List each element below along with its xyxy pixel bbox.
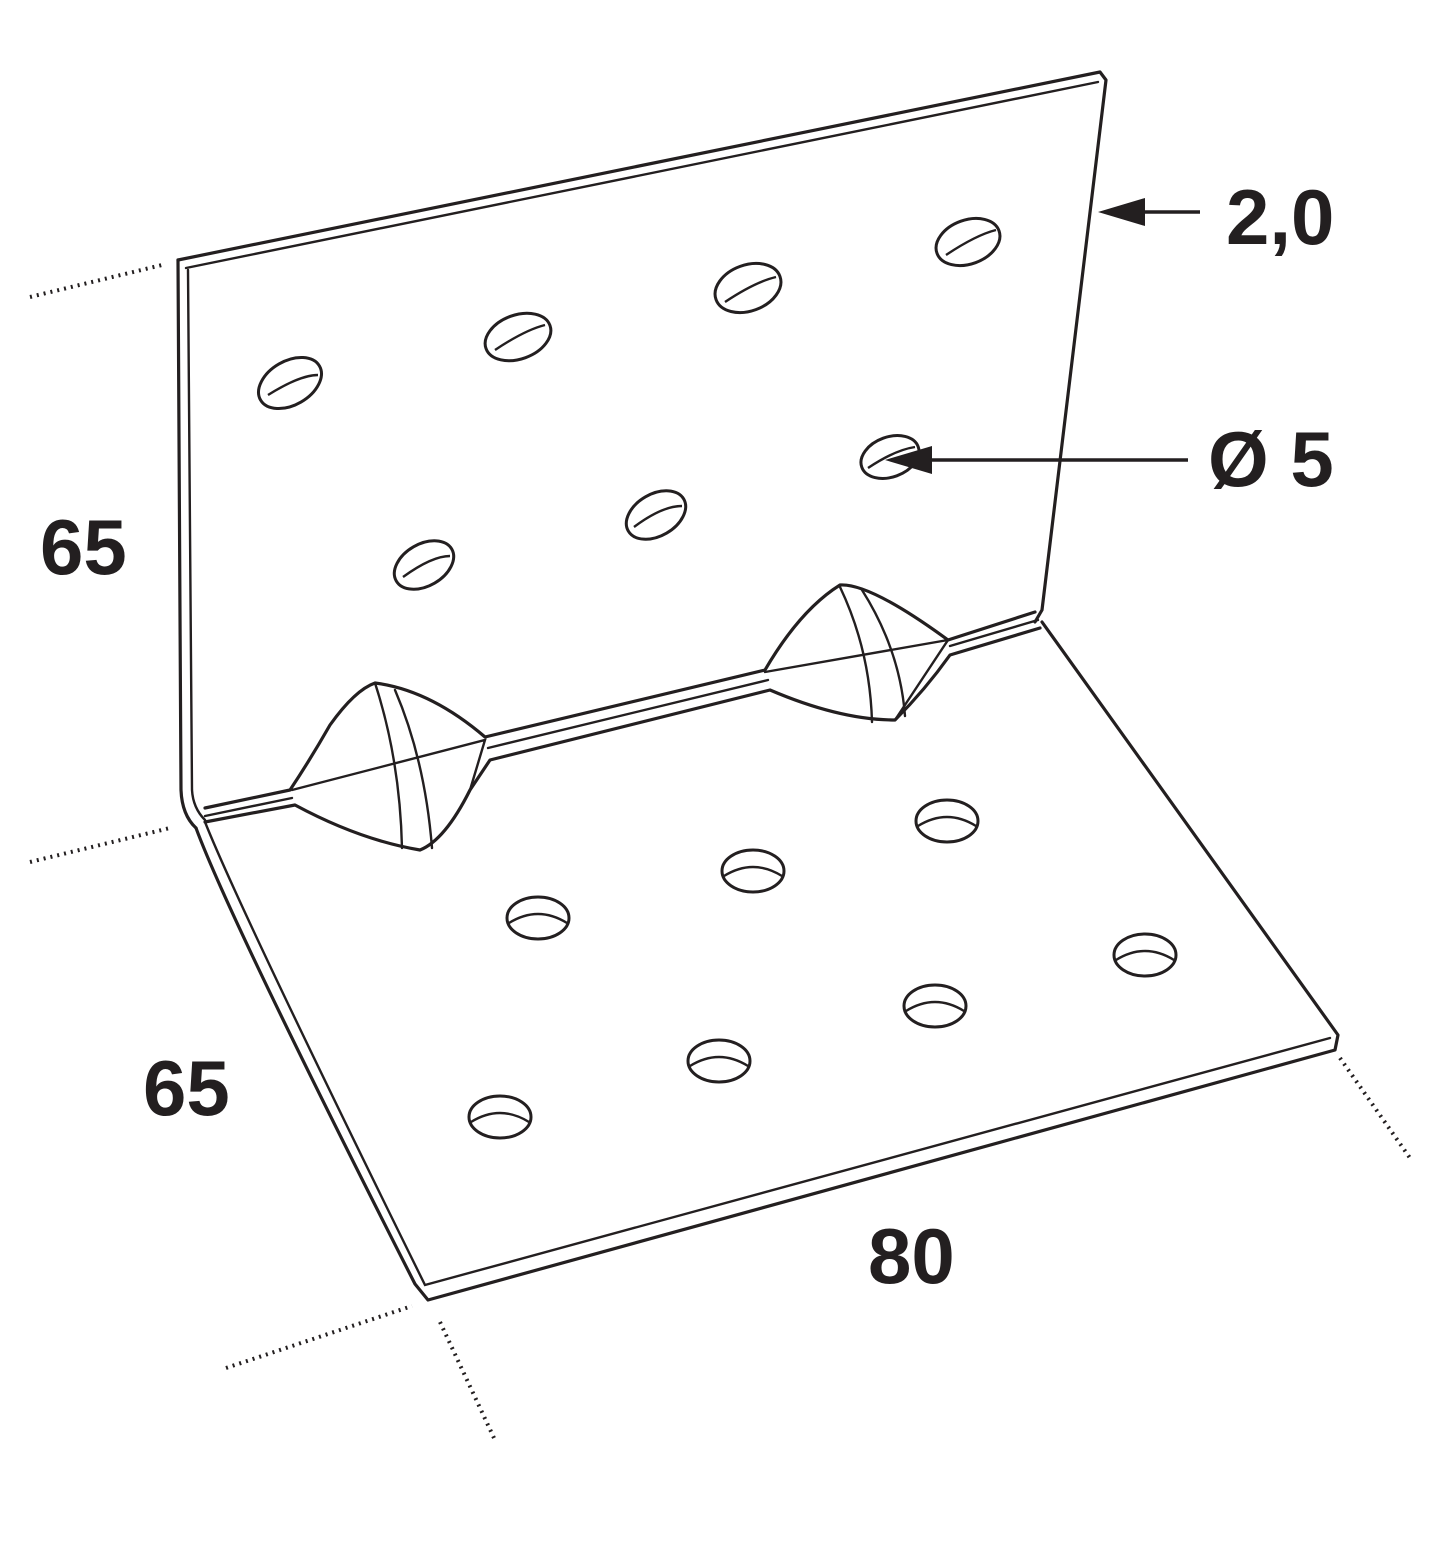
depth-dimension-label: 65 xyxy=(143,1044,230,1132)
hole xyxy=(505,895,571,941)
holes-horizontal-plate xyxy=(467,798,1178,1140)
height-dimension-label: 65 xyxy=(40,503,127,591)
hole xyxy=(392,539,456,591)
hole xyxy=(686,1038,752,1084)
hole xyxy=(467,1094,533,1140)
thickness-dimension-label: 2,0 xyxy=(1226,173,1335,261)
extension-lines xyxy=(29,263,1412,1439)
hole xyxy=(483,311,553,363)
horizontal-plate xyxy=(194,620,1340,1302)
holes-vertical-plate xyxy=(257,216,1002,591)
fold-ribs xyxy=(203,583,1042,852)
hole xyxy=(713,261,783,315)
hole xyxy=(720,848,786,894)
hole-diameter-label: Ø 5 xyxy=(1208,415,1334,503)
vertical-plate xyxy=(176,70,1108,830)
hole xyxy=(624,489,688,541)
width-dimension-label: 80 xyxy=(868,1212,955,1300)
thickness-leader-arrow xyxy=(1098,198,1200,226)
hole xyxy=(1112,932,1178,978)
hole-leader-arrow xyxy=(885,446,1188,474)
hole xyxy=(902,983,968,1029)
hole xyxy=(914,798,980,844)
hole xyxy=(257,355,323,411)
hole xyxy=(934,216,1002,268)
hole xyxy=(859,434,921,480)
